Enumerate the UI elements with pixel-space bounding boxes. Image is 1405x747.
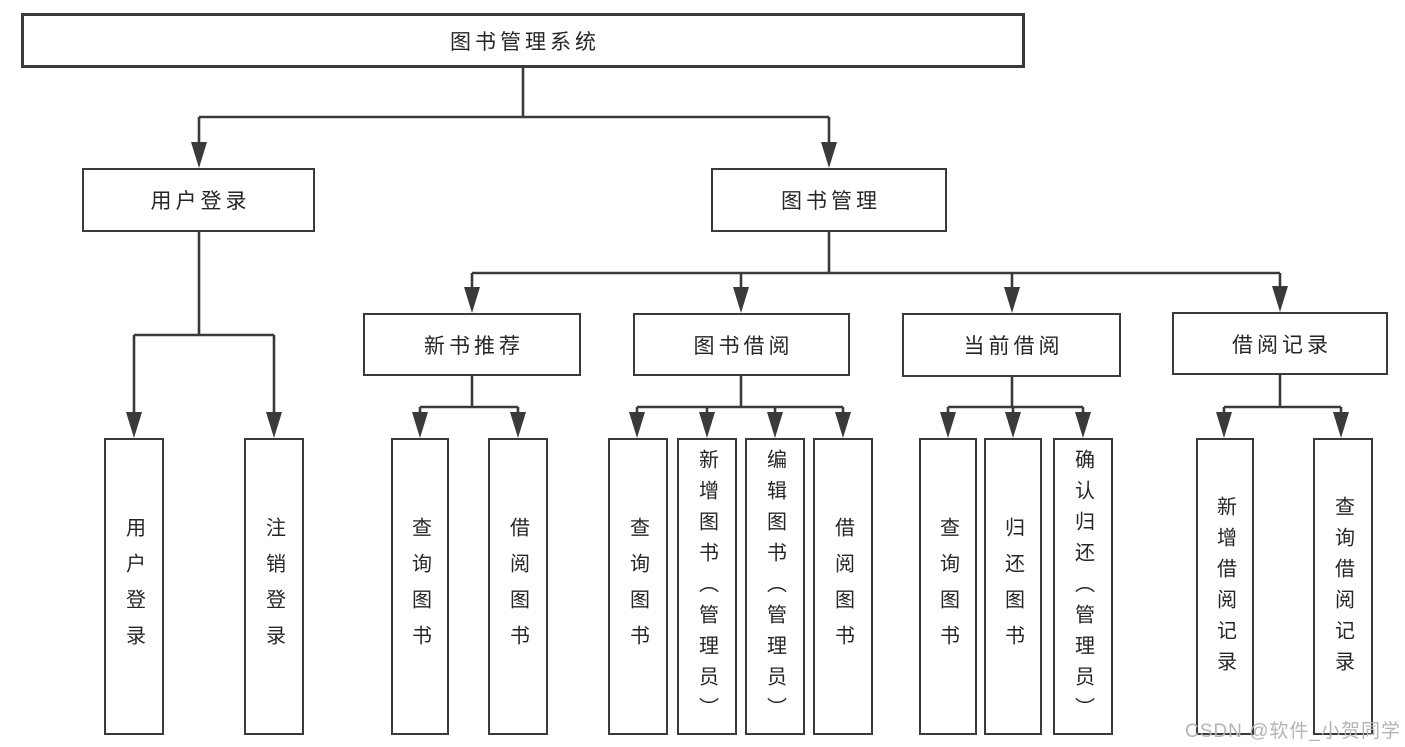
node-borrow-records: 借阅记录 <box>1172 312 1388 375</box>
fork-library-system-lines <box>197 68 831 148</box>
arrowhead-icon <box>699 412 715 438</box>
leaf-borrow-book-1: 借阅图书 <box>488 438 548 735</box>
arrowhead-icon <box>464 287 480 313</box>
arrowhead-icon <box>1272 286 1288 312</box>
arrowhead-icon <box>1075 412 1091 438</box>
arrowhead-icon <box>767 412 783 438</box>
arrowhead-icon <box>126 412 142 438</box>
arrowhead-icon <box>835 412 851 438</box>
node-library-system: 图书管理系统 <box>21 13 1025 68</box>
leaf-query-book-1: 查询图书 <box>391 438 449 735</box>
leaf-return-book: 归还图书 <box>984 438 1042 735</box>
leaf-confirm-return-admin: 确认归还（管理员） <box>1053 438 1113 735</box>
node-user-login: 用户登录 <box>82 168 315 232</box>
fork-new-book-lines <box>418 376 520 418</box>
leaf-query-book-3: 查询图书 <box>919 438 977 735</box>
leaf-user-login: 用户登录 <box>104 438 164 735</box>
node-book-borrowing: 图书借阅 <box>633 313 850 376</box>
arrowhead-icon <box>940 412 956 438</box>
leaf-query-book-2: 查询图书 <box>608 438 668 735</box>
arrowhead-icon <box>1216 412 1232 438</box>
fork-book-borrowing-lines <box>635 376 845 418</box>
fork-user-login-lines <box>132 232 276 418</box>
leaf-edit-book-admin: 编辑图书（管理员） <box>745 438 805 735</box>
arrowhead-icon <box>1333 412 1349 438</box>
arrowhead-icon <box>412 412 428 438</box>
leaf-query-borrow-record: 查询借阅记录 <box>1313 438 1373 735</box>
leaf-borrow-book-2: 借阅图书 <box>813 438 873 735</box>
arrowhead-icon <box>266 412 282 438</box>
leaf-add-borrow-record: 新增借阅记录 <box>1196 438 1254 735</box>
arrowhead-icon <box>733 287 749 313</box>
fork-book-management-lines <box>470 232 1282 293</box>
node-new-book-recommend: 新书推荐 <box>363 313 581 376</box>
arrowhead-icon <box>821 142 837 168</box>
leaf-add-book-admin: 新增图书（管理员） <box>677 438 737 735</box>
node-book-management: 图书管理 <box>711 168 947 232</box>
leaf-logout: 注销登录 <box>244 438 304 735</box>
arrowhead-icon <box>510 412 526 438</box>
node-current-borrowing: 当前借阅 <box>902 313 1121 377</box>
arrowhead-icon <box>1004 287 1020 313</box>
arrowhead-icon <box>629 412 645 438</box>
fork-current-borrowing-lines <box>946 377 1085 418</box>
arrowhead-icon <box>1005 412 1021 438</box>
fork-borrow-records-lines <box>1222 375 1343 418</box>
arrowhead-icon <box>191 142 207 168</box>
